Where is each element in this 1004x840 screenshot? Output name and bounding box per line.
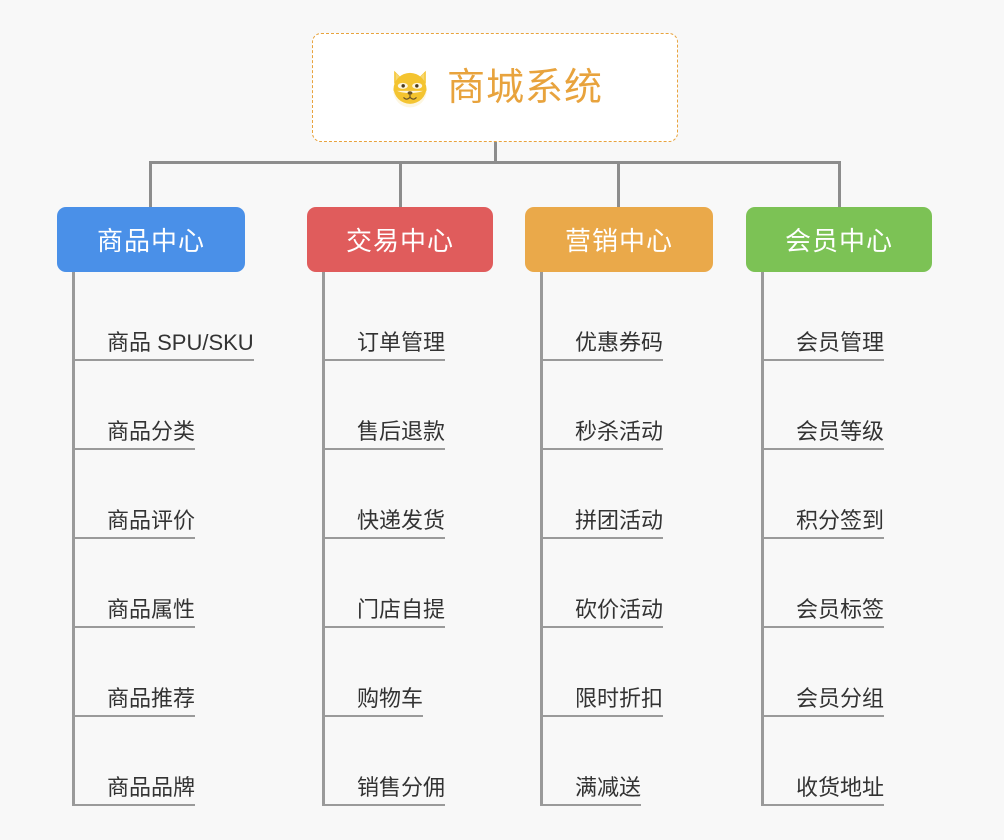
list-item[interactable]: 快递发货 bbox=[325, 450, 493, 539]
leaf-rule bbox=[543, 715, 663, 717]
branch-column-1: 商品中心 商品 SPU/SKU 商品分类 商品评价 商品属性 商品推荐 商品品牌 bbox=[57, 207, 254, 806]
leaf-label: 秒杀活动 bbox=[575, 418, 664, 444]
list-item[interactable]: 订单管理 bbox=[325, 272, 493, 361]
list-item[interactable]: 会员标签 bbox=[764, 539, 932, 628]
list-item[interactable]: 会员管理 bbox=[764, 272, 932, 361]
list-item[interactable]: 会员分组 bbox=[764, 628, 932, 717]
category-label-1: 商品中心 bbox=[96, 226, 205, 256]
leaf-label: 满减送 bbox=[575, 774, 642, 800]
category-box-2[interactable]: 交易中心 bbox=[307, 207, 493, 272]
list-item[interactable]: 拼团活动 bbox=[543, 450, 713, 539]
list-item[interactable]: 商品属性 bbox=[75, 539, 254, 628]
connector-horizontal-bar bbox=[149, 161, 841, 164]
leaf-rule bbox=[543, 626, 663, 628]
leaf-rule bbox=[75, 804, 195, 806]
category-box-1[interactable]: 商品中心 bbox=[57, 207, 245, 272]
category-label-2: 交易中心 bbox=[345, 226, 454, 256]
list-item[interactable]: 优惠券码 bbox=[543, 272, 713, 361]
list-item[interactable]: 积分签到 bbox=[764, 450, 932, 539]
category-box-3[interactable]: 营销中心 bbox=[525, 207, 713, 272]
leaf-rule bbox=[325, 804, 445, 806]
category-label-3: 营销中心 bbox=[564, 226, 673, 256]
leaf-label: 会员标签 bbox=[796, 596, 885, 622]
list-item[interactable]: 砍价活动 bbox=[543, 539, 713, 628]
list-item[interactable]: 门店自提 bbox=[325, 539, 493, 628]
leaf-label: 商品 SPU/SKU bbox=[107, 329, 254, 355]
leaf-rule bbox=[543, 804, 641, 806]
root-title: 商城系统 bbox=[446, 66, 603, 109]
root-node[interactable]: 商城系统 bbox=[312, 33, 678, 142]
list-item[interactable]: 限时折扣 bbox=[543, 628, 713, 717]
list-item[interactable]: 商品评价 bbox=[75, 450, 254, 539]
leaf-label: 限时折扣 bbox=[575, 685, 664, 711]
list-item[interactable]: 商品 SPU/SKU bbox=[75, 272, 254, 361]
list-item[interactable]: 购物车 bbox=[325, 628, 493, 717]
leaf-list-2: 订单管理 售后退款 快递发货 门店自提 购物车 销售分佣 bbox=[322, 272, 493, 806]
leaf-rule bbox=[75, 448, 195, 450]
branch-column-3: 营销中心 优惠券码 秒杀活动 拼团活动 砍价活动 限时折扣 满减送 bbox=[525, 207, 713, 806]
leaf-rule bbox=[325, 537, 445, 539]
leaf-rule bbox=[325, 626, 445, 628]
connector-drop-4 bbox=[838, 161, 841, 207]
leaf-label: 会员等级 bbox=[796, 418, 885, 444]
leaf-label: 商品推荐 bbox=[107, 685, 196, 711]
connector-drop-2 bbox=[399, 161, 402, 207]
list-item[interactable]: 会员等级 bbox=[764, 361, 932, 450]
leaf-rule bbox=[764, 715, 884, 717]
list-item[interactable]: 商品推荐 bbox=[75, 628, 254, 717]
leaf-label: 售后退款 bbox=[357, 418, 446, 444]
leaf-rule bbox=[764, 804, 884, 806]
list-item[interactable]: 秒杀活动 bbox=[543, 361, 713, 450]
leaf-label: 优惠券码 bbox=[575, 329, 664, 355]
leaf-label: 砍价活动 bbox=[575, 596, 664, 622]
leaf-list-4: 会员管理 会员等级 积分签到 会员标签 会员分组 收货地址 bbox=[761, 272, 932, 806]
leaf-label: 积分签到 bbox=[796, 507, 885, 533]
leaf-label: 订单管理 bbox=[357, 329, 446, 355]
leaf-label: 购物车 bbox=[357, 685, 424, 711]
leaf-rule bbox=[75, 715, 195, 717]
list-item[interactable]: 满减送 bbox=[543, 717, 713, 806]
leaf-label: 商品评价 bbox=[107, 507, 196, 533]
leaf-label: 商品品牌 bbox=[107, 774, 196, 800]
leaf-list-3: 优惠券码 秒杀活动 拼团活动 砍价活动 限时折扣 满减送 bbox=[540, 272, 713, 806]
leaf-rule bbox=[543, 448, 663, 450]
leaf-label: 商品分类 bbox=[107, 418, 196, 444]
connector-root-vertical bbox=[494, 142, 497, 164]
category-label-4: 会员中心 bbox=[784, 226, 893, 256]
list-item[interactable]: 收货地址 bbox=[764, 717, 932, 806]
leaf-label: 会员管理 bbox=[796, 329, 885, 355]
leaf-rule bbox=[325, 715, 423, 717]
list-item[interactable]: 销售分佣 bbox=[325, 717, 493, 806]
leaf-rule bbox=[75, 626, 195, 628]
leaf-rule bbox=[764, 626, 884, 628]
leaf-label: 销售分佣 bbox=[357, 774, 446, 800]
list-item[interactable]: 商品品牌 bbox=[75, 717, 254, 806]
leaf-label: 收货地址 bbox=[796, 774, 885, 800]
leaf-label: 快递发货 bbox=[357, 507, 446, 533]
connector-drop-3 bbox=[617, 161, 620, 207]
list-item[interactable]: 售后退款 bbox=[325, 361, 493, 450]
list-item[interactable]: 商品分类 bbox=[75, 361, 254, 450]
branch-column-2: 交易中心 订单管理 售后退款 快递发货 门店自提 购物车 销售分佣 bbox=[307, 207, 493, 806]
leaf-rule bbox=[75, 537, 195, 539]
leaf-label: 会员分组 bbox=[796, 685, 885, 711]
shiba-dog-face-icon bbox=[393, 70, 427, 107]
leaf-label: 拼团活动 bbox=[575, 507, 664, 533]
leaf-rule bbox=[543, 359, 663, 361]
leaf-rule bbox=[325, 359, 445, 361]
leaf-rule bbox=[764, 359, 884, 361]
leaf-label: 商品属性 bbox=[107, 596, 196, 622]
branch-column-4: 会员中心 会员管理 会员等级 积分签到 会员标签 会员分组 收货地址 bbox=[746, 207, 932, 806]
leaf-rule bbox=[764, 537, 884, 539]
leaf-rule bbox=[764, 448, 884, 450]
connector-drop-1 bbox=[149, 161, 152, 207]
leaf-list-1: 商品 SPU/SKU 商品分类 商品评价 商品属性 商品推荐 商品品牌 bbox=[72, 272, 254, 806]
leaf-rule bbox=[75, 359, 254, 361]
category-box-4[interactable]: 会员中心 bbox=[746, 207, 932, 272]
leaf-rule bbox=[543, 537, 663, 539]
leaf-label: 门店自提 bbox=[357, 596, 446, 622]
leaf-rule bbox=[325, 448, 445, 450]
